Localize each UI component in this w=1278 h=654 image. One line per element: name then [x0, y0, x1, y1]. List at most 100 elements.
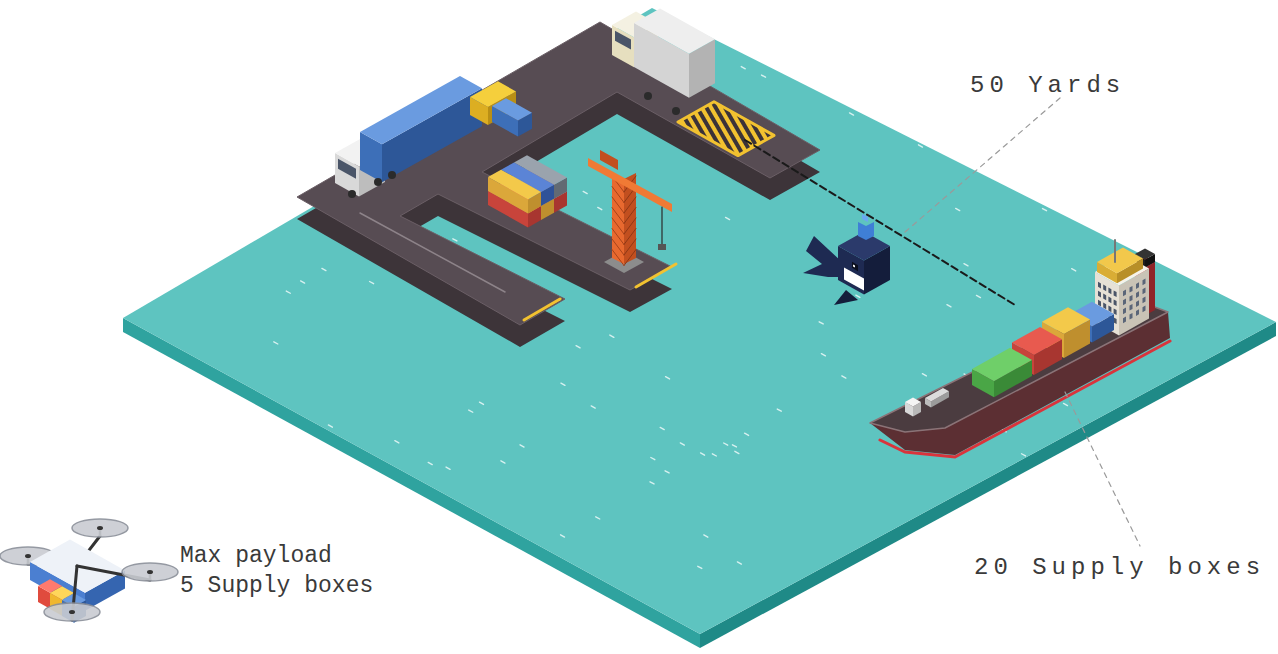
truck-box	[634, 8, 715, 53]
whale-spout	[862, 214, 868, 222]
water-speck	[976, 295, 980, 297]
drone-rotor-hub	[25, 554, 31, 558]
water-speck	[666, 377, 670, 379]
water-speck	[735, 451, 739, 453]
ship-winch	[925, 388, 949, 402]
ship-window	[1098, 282, 1101, 289]
callout-label: Max payload 5 Supply boxes	[180, 541, 380, 601]
water-speck	[701, 453, 705, 455]
ship-window	[1130, 286, 1133, 293]
ship-window	[1130, 304, 1133, 311]
shipping-container	[492, 98, 532, 120]
water-speck	[583, 191, 587, 193]
water-speck	[469, 410, 473, 412]
water-speck	[453, 239, 457, 241]
ship-window	[1136, 309, 1139, 316]
ship-window	[1143, 297, 1146, 304]
crane-lattice	[612, 250, 624, 266]
water-speck	[819, 322, 823, 324]
water-speck	[1043, 209, 1047, 211]
water-speck	[610, 335, 614, 337]
water-speck	[922, 374, 926, 376]
crane-cab	[600, 150, 618, 170]
water-speck	[821, 354, 825, 356]
water-speck	[328, 425, 332, 427]
truck-wheel	[348, 190, 356, 198]
ship-window	[1108, 306, 1111, 313]
water-speck	[651, 458, 655, 460]
truck-wheel	[672, 107, 680, 115]
ship-window	[1114, 299, 1117, 306]
water-speck	[947, 305, 951, 307]
shipping-container	[1012, 327, 1062, 355]
crane-cable	[661, 207, 662, 244]
shipping-container	[360, 76, 482, 144]
water-speck	[842, 376, 846, 378]
truck-wheel	[644, 92, 652, 100]
shipping-container	[972, 348, 1032, 382]
whale-face	[844, 267, 864, 290]
leader-line	[905, 98, 1060, 232]
water-speck	[741, 67, 745, 69]
shipping-container	[488, 170, 541, 200]
ship-window	[1108, 288, 1111, 295]
shipping-container	[1042, 307, 1090, 334]
water-speck	[665, 471, 669, 473]
callout-label: 20 Supply boxes	[974, 554, 1265, 582]
ship-window	[1098, 300, 1101, 307]
water-speck	[370, 282, 374, 284]
water-speck	[479, 402, 483, 404]
ship-mast	[1114, 240, 1116, 262]
water-speck	[520, 445, 524, 447]
water-speck	[964, 264, 968, 266]
water-speck	[726, 217, 730, 219]
water-speck	[1064, 403, 1068, 405]
whale-tail	[803, 236, 842, 277]
water-speck	[660, 427, 664, 429]
water-speck	[850, 113, 854, 115]
water-speck	[301, 281, 305, 283]
water-speck	[698, 566, 702, 568]
water-speck	[286, 291, 290, 293]
water-speck	[737, 562, 741, 564]
water-speck	[322, 268, 326, 270]
ship-window	[1123, 308, 1126, 315]
ship-window	[1123, 299, 1126, 306]
whale-spout	[858, 222, 874, 240]
water-speck	[576, 346, 580, 348]
water-speck	[712, 454, 716, 456]
water-speck	[1022, 454, 1026, 456]
ship-window	[1143, 288, 1146, 295]
drone-rotor-hub	[97, 526, 103, 530]
drone-rotor-hub	[69, 610, 75, 614]
ship-window	[1136, 300, 1139, 307]
crane-lattice	[624, 250, 636, 266]
ship-window	[1114, 308, 1117, 315]
dock-edge-stripe	[636, 264, 676, 287]
water-speck	[956, 208, 960, 210]
truck-window	[338, 159, 356, 179]
ship-winch	[905, 398, 921, 407]
water-speck	[745, 433, 749, 435]
ship-window	[1130, 313, 1133, 320]
water-speck	[918, 145, 922, 147]
ship-window	[1103, 303, 1106, 310]
truck-wheel	[388, 171, 396, 179]
whale-fin	[834, 290, 858, 305]
drone-rotor	[44, 603, 100, 621]
water-speck	[704, 535, 708, 537]
ship-window	[1103, 285, 1106, 292]
drone-rotor-hub	[147, 570, 153, 574]
water-speck	[1072, 269, 1076, 271]
road-marking	[360, 213, 505, 292]
ship-window	[1108, 297, 1111, 304]
water-surface	[123, 8, 1276, 634]
truck-window	[615, 31, 631, 50]
landing-pad	[678, 102, 774, 156]
water-speck	[777, 409, 781, 411]
water-speck	[732, 445, 736, 447]
ship-window	[1114, 317, 1117, 324]
dock-top	[297, 22, 820, 325]
drone-rotor	[72, 519, 128, 537]
whale-eye	[852, 262, 858, 271]
